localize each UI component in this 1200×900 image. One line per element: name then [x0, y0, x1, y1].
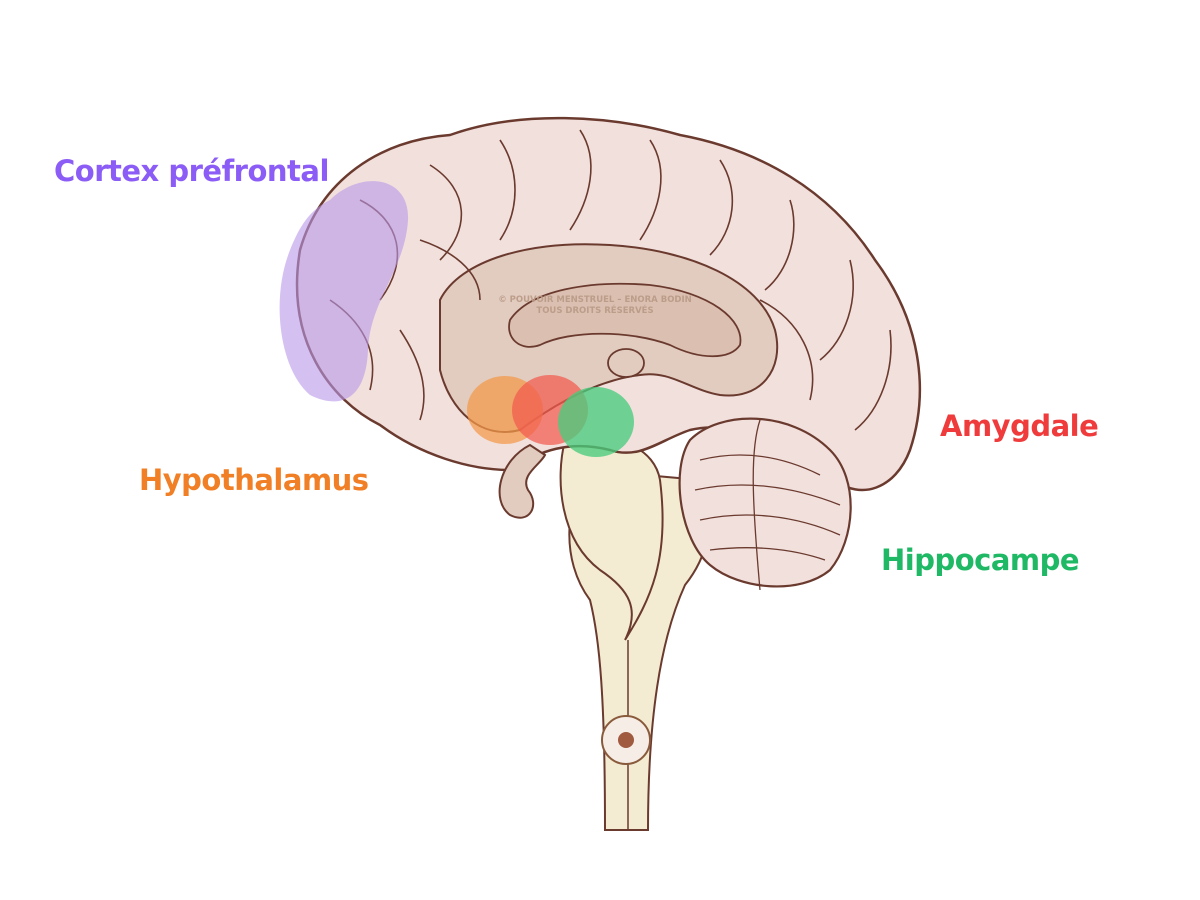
hippocampe-label: Hippocampe	[881, 543, 1080, 577]
cerebellum	[678, 417, 852, 588]
cortex-prefrontal-highlight	[279, 181, 409, 402]
hypothalamus-label: Hypothalamus	[139, 463, 369, 497]
amygdale-label: Amygdale	[940, 409, 1099, 443]
logo-seal	[601, 715, 651, 765]
cerebellum-folds	[694, 419, 841, 591]
watermark-line-2: TOUS DROITS RÉSERVÉS	[536, 306, 654, 317]
brainstem	[559, 436, 664, 641]
cortex-prefrontal-label: Cortex préfrontal	[54, 154, 329, 188]
watermark-line-1: © POUVOIR MENSTRUEL – ENORA BODIN	[498, 295, 692, 305]
thalamus	[607, 348, 645, 378]
ventricle	[508, 282, 742, 358]
hippocampe-highlight	[558, 387, 634, 457]
pituitary	[498, 443, 547, 519]
watermark: © POUVOIR MENSTRUEL – ENORA BODIN TOUS D…	[470, 295, 720, 318]
